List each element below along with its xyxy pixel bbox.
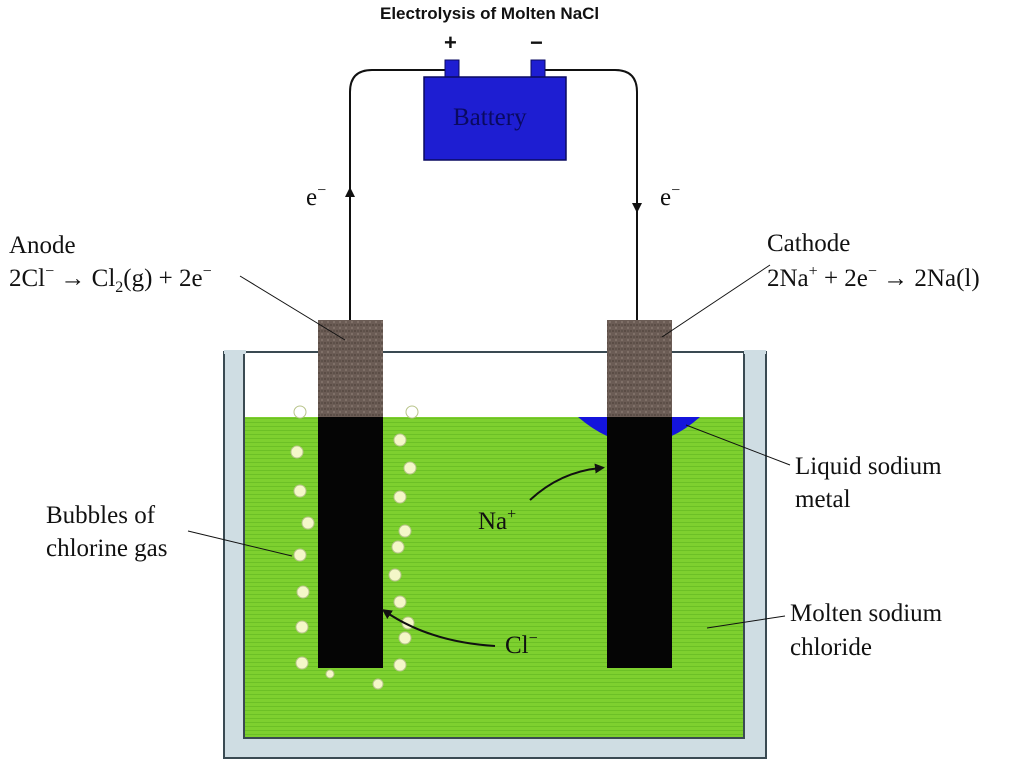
cathode-top [607,320,672,418]
cathode-reaction: 2Na+ + 2e− → 2Na(l) [767,263,980,292]
bubble [388,568,402,582]
chlorine-bubbles [290,405,419,690]
anode-reaction: 2Cl− → Cl2(g) + 2e− [9,263,212,296]
bubbles-label-line1: Bubbles of [46,502,156,529]
bubble [301,516,315,530]
battery-label: Battery [453,104,527,131]
molten-label-line1: Molten sodium [790,600,943,627]
container-rim-left [224,350,246,354]
battery-terminal-positive [444,59,460,79]
bubble [293,548,307,562]
battery-body [423,76,567,161]
wire-anode [349,69,448,320]
bubble [403,461,417,475]
battery-terminal-negative [530,59,546,79]
bubble [290,445,304,459]
electron-label-right: e− [660,182,681,211]
bubble [398,631,412,645]
bubble [393,490,407,504]
bubbles-label-line2: chlorine gas [46,535,168,562]
sodium-ion-label: Na+ [478,506,517,535]
chloride-ion-label: Cl− [505,630,538,659]
bubbles-leader-line [187,530,293,557]
molten-label-line2: chloride [790,634,872,661]
molten-leader-line [706,615,786,629]
bubble [393,595,407,609]
wire-cathode [537,69,638,320]
bubble [295,656,309,670]
bubble [325,669,335,679]
electron-label-left: e− [306,182,327,211]
sodium-label-line1: Liquid sodium [795,453,942,480]
bubble [295,620,309,634]
bubble [293,484,307,498]
curved-arrow-icon [529,463,605,501]
bubble [296,585,310,599]
anode-submerged [318,417,383,668]
bubble [398,524,412,538]
curved-arrow-icon [381,609,496,647]
sodium-label-line2: metal [795,486,851,513]
bubble [391,540,405,554]
anode-label: Anode [9,232,76,259]
bubble [393,658,407,672]
sodium-leader-line [685,424,791,466]
negative-terminal-sign: − [530,30,543,55]
anode-leader-line [239,275,346,341]
container-rim-right [744,350,766,354]
positive-terminal-sign: + [444,30,457,55]
cathode-leader-line [661,264,771,338]
bubble [293,405,307,419]
bubble [372,678,384,690]
cathode-submerged [607,417,672,668]
bubble [405,405,419,419]
anode-top [318,320,383,418]
bubble [393,433,407,447]
cathode-label: Cathode [767,230,851,257]
diagram-title: Electrolysis of Molten NaCl [380,4,600,23]
